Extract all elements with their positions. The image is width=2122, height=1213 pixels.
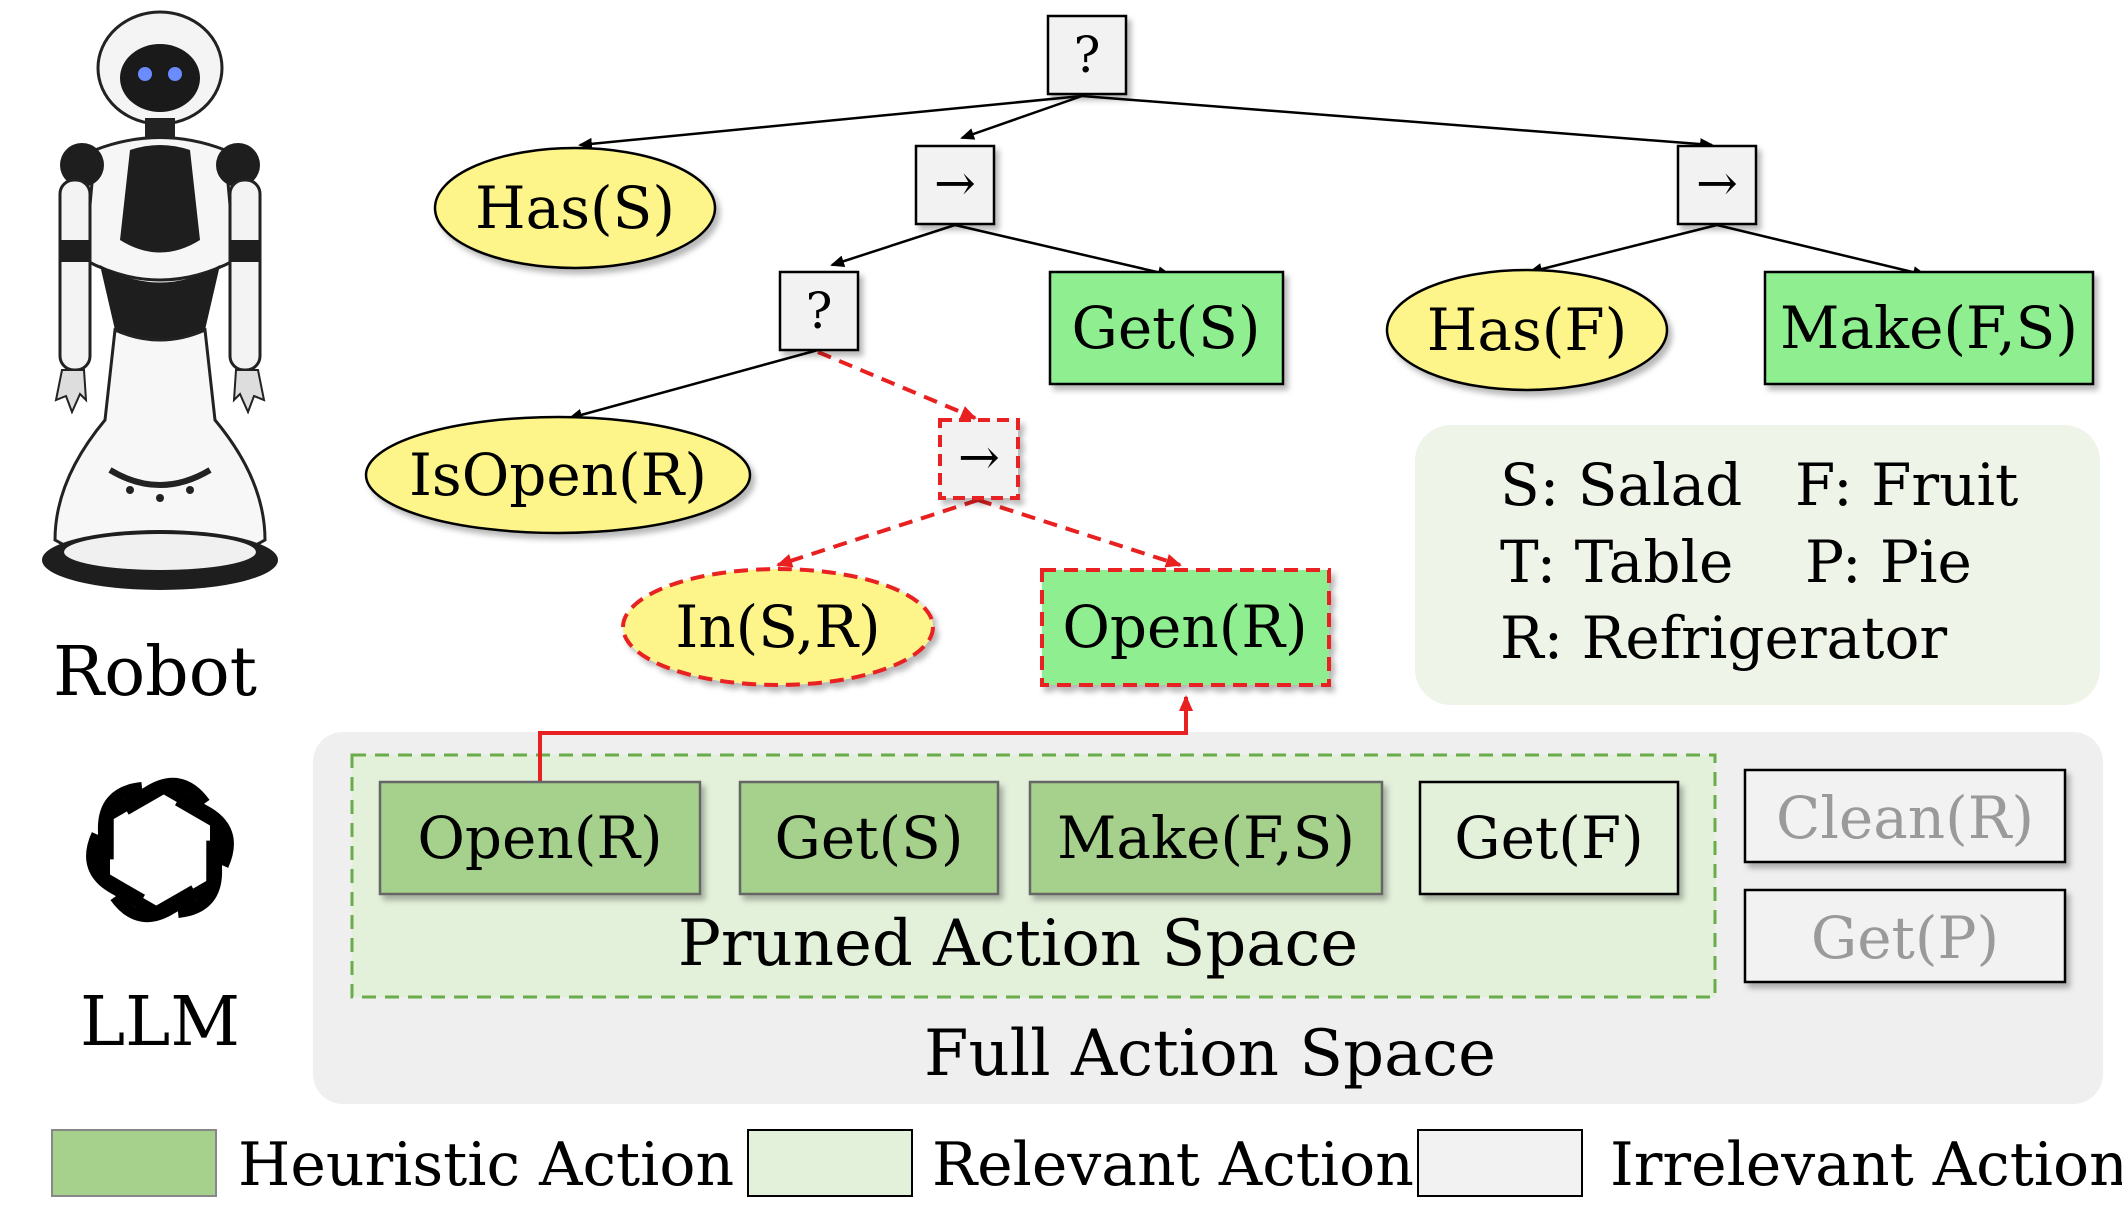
highlight-edges — [776, 350, 1182, 568]
legend-irrelevant-label: Irrelevant Action — [1610, 1130, 2122, 1200]
llm-logo-icon — [86, 777, 234, 923]
llm-label: LLM — [80, 983, 240, 1062]
tree-edges — [568, 94, 1927, 421]
robot-illustration — [42, 10, 278, 590]
heuristic-get-s-label: Get(S) — [775, 804, 964, 872]
heuristic-action-get-s: Get(S) — [738, 780, 1000, 896]
irrelevant-action-get-p: Get(P) — [1743, 888, 2067, 984]
legend-irrelevant: Irrelevant Action — [1417, 1129, 2122, 1200]
condition-isopen-r: IsOpen(R) — [364, 415, 752, 535]
sequence-highlighted-symbol: → — [958, 428, 1000, 486]
condition-has-f: Has(F) — [1385, 268, 1669, 392]
sequence-node-highlighted: → — [938, 418, 1020, 500]
condition-has-f-label: Has(F) — [1427, 296, 1627, 364]
irrelevant-action-clean-r: Clean(R) — [1743, 768, 2067, 864]
sequence-node-right: → — [1676, 144, 1758, 226]
abbrev-refrigerator: R: Refrigerator — [1500, 604, 1947, 672]
abbrev-salad: S: Salad — [1500, 451, 1742, 519]
abbrev-fruit: F: Fruit — [1795, 451, 2018, 519]
heuristic-action-open-r: Open(R) — [378, 780, 702, 896]
mapping-connector — [538, 695, 1193, 782]
irrelevant-clean-r-label: Clean(R) — [1776, 784, 2034, 852]
condition-has-s-label: Has(S) — [475, 174, 675, 242]
sequence-left-symbol: → — [934, 154, 976, 212]
action-get-s: Get(S) — [1048, 270, 1285, 386]
fallback-inner-symbol: ? — [806, 282, 833, 340]
abbreviation-key: S: Salad F: Fruit T: Table P: Pie R: Ref… — [1415, 425, 2100, 705]
sequence-right-symbol: → — [1696, 154, 1738, 212]
pruned-action-space-label: Pruned Action Space — [678, 907, 1358, 981]
root-fallback-symbol: ? — [1074, 26, 1101, 84]
condition-in-sr-label: In(S,R) — [675, 593, 880, 661]
full-action-space-label: Full Action Space — [924, 1017, 1496, 1091]
irrelevant-get-p-label: Get(P) — [1811, 904, 1999, 972]
condition-in-sr: In(S,R) — [621, 567, 935, 687]
relevant-get-f-label: Get(F) — [1454, 804, 1643, 872]
action-make-fs: Make(F,S) — [1763, 270, 2095, 386]
legend-relevant: Relevant Action — [747, 1129, 1414, 1200]
heuristic-make-fs-label: Make(F,S) — [1057, 804, 1355, 872]
relevant-action-get-f: Get(F) — [1418, 780, 1680, 896]
robot-label: Robot — [53, 633, 257, 712]
action-get-s-label: Get(S) — [1072, 294, 1261, 362]
action-make-fs-label: Make(F,S) — [1780, 294, 2078, 362]
heuristic-open-r-label: Open(R) — [417, 804, 662, 872]
action-open-r: Open(R) — [1040, 568, 1331, 687]
condition-has-s: Has(S) — [433, 146, 717, 270]
abbrev-table: T: Table — [1500, 528, 1733, 596]
legend-heuristic-label: Heuristic Action — [238, 1130, 734, 1200]
action-open-r-label: Open(R) — [1062, 593, 1307, 661]
legend: Heuristic Action Relevant Action Irrelev… — [51, 1129, 2122, 1200]
heuristic-action-make-fs: Make(F,S) — [1028, 780, 1384, 896]
fallback-node-inner: ? — [778, 270, 860, 352]
legend-heuristic: Heuristic Action — [51, 1129, 734, 1200]
abbrev-pie: P: Pie — [1805, 528, 1972, 596]
condition-isopen-r-label: IsOpen(R) — [409, 441, 707, 509]
root-fallback-node: ? — [1046, 14, 1128, 96]
sequence-node-left: → — [914, 144, 996, 226]
legend-relevant-label: Relevant Action — [932, 1130, 1414, 1200]
